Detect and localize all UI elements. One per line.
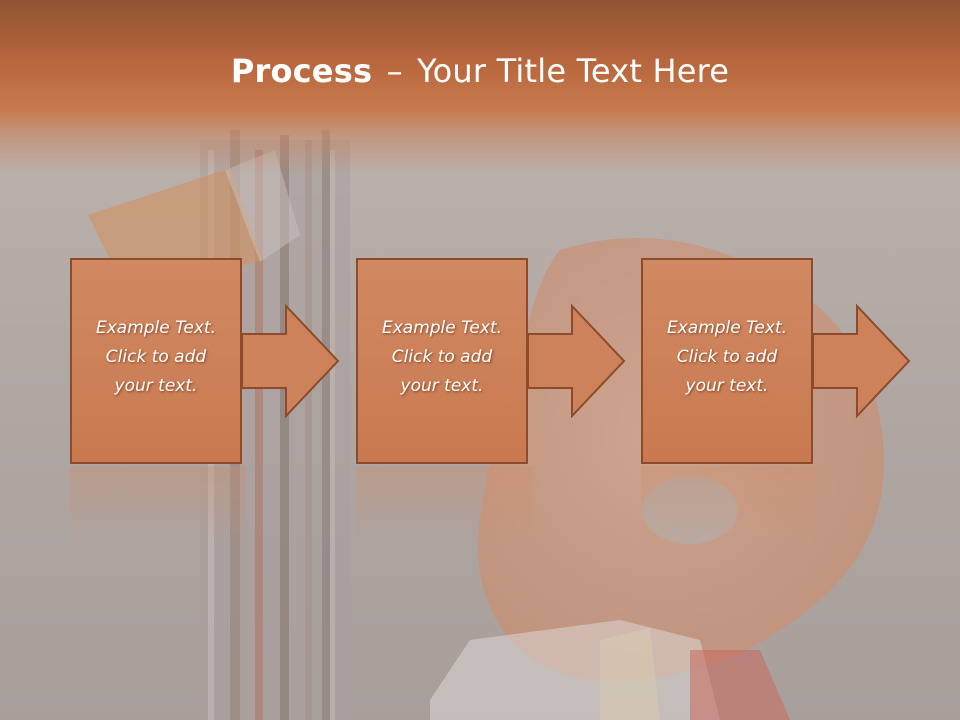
slide-title[interactable]: Process – Your Title Text Here xyxy=(0,52,960,90)
step-1-box[interactable]: Example Text. Click to add your text. xyxy=(70,258,242,464)
title-band xyxy=(0,0,960,175)
step-3-text[interactable]: Example Text. Click to add your text. xyxy=(643,314,811,401)
step-3-line-3: your text. xyxy=(685,376,769,396)
title-text: Your Title Text Here xyxy=(417,52,730,90)
step-2-reflection xyxy=(356,466,532,546)
step-2-line-3: your text. xyxy=(400,376,484,396)
step-2-box[interactable]: Example Text. Click to add your text. xyxy=(356,258,528,464)
step-1-reflection xyxy=(70,466,246,546)
step-2-line-1: Example Text. xyxy=(381,318,503,338)
title-bold-word: Process xyxy=(230,52,373,90)
step-1-line-2: Click to add xyxy=(105,347,207,367)
step-2-text[interactable]: Example Text. Click to add your text. xyxy=(358,314,526,401)
step-1-line-3: your text. xyxy=(114,376,198,396)
step-3-arrow-icon[interactable] xyxy=(812,303,911,419)
step-3-reflection xyxy=(641,466,817,546)
step-1-text[interactable]: Example Text. Click to add your text. xyxy=(72,314,240,401)
step-2-arrow-icon[interactable] xyxy=(527,303,626,419)
step-1-line-1: Example Text. xyxy=(95,318,217,338)
step-1-arrow-icon[interactable] xyxy=(241,303,340,419)
step-3-box[interactable]: Example Text. Click to add your text. xyxy=(641,258,813,464)
step-3-line-2: Click to add xyxy=(676,347,778,367)
step-3-line-1: Example Text. xyxy=(666,318,788,338)
step-2-line-2: Click to add xyxy=(391,347,493,367)
title-dash: – xyxy=(386,52,403,90)
